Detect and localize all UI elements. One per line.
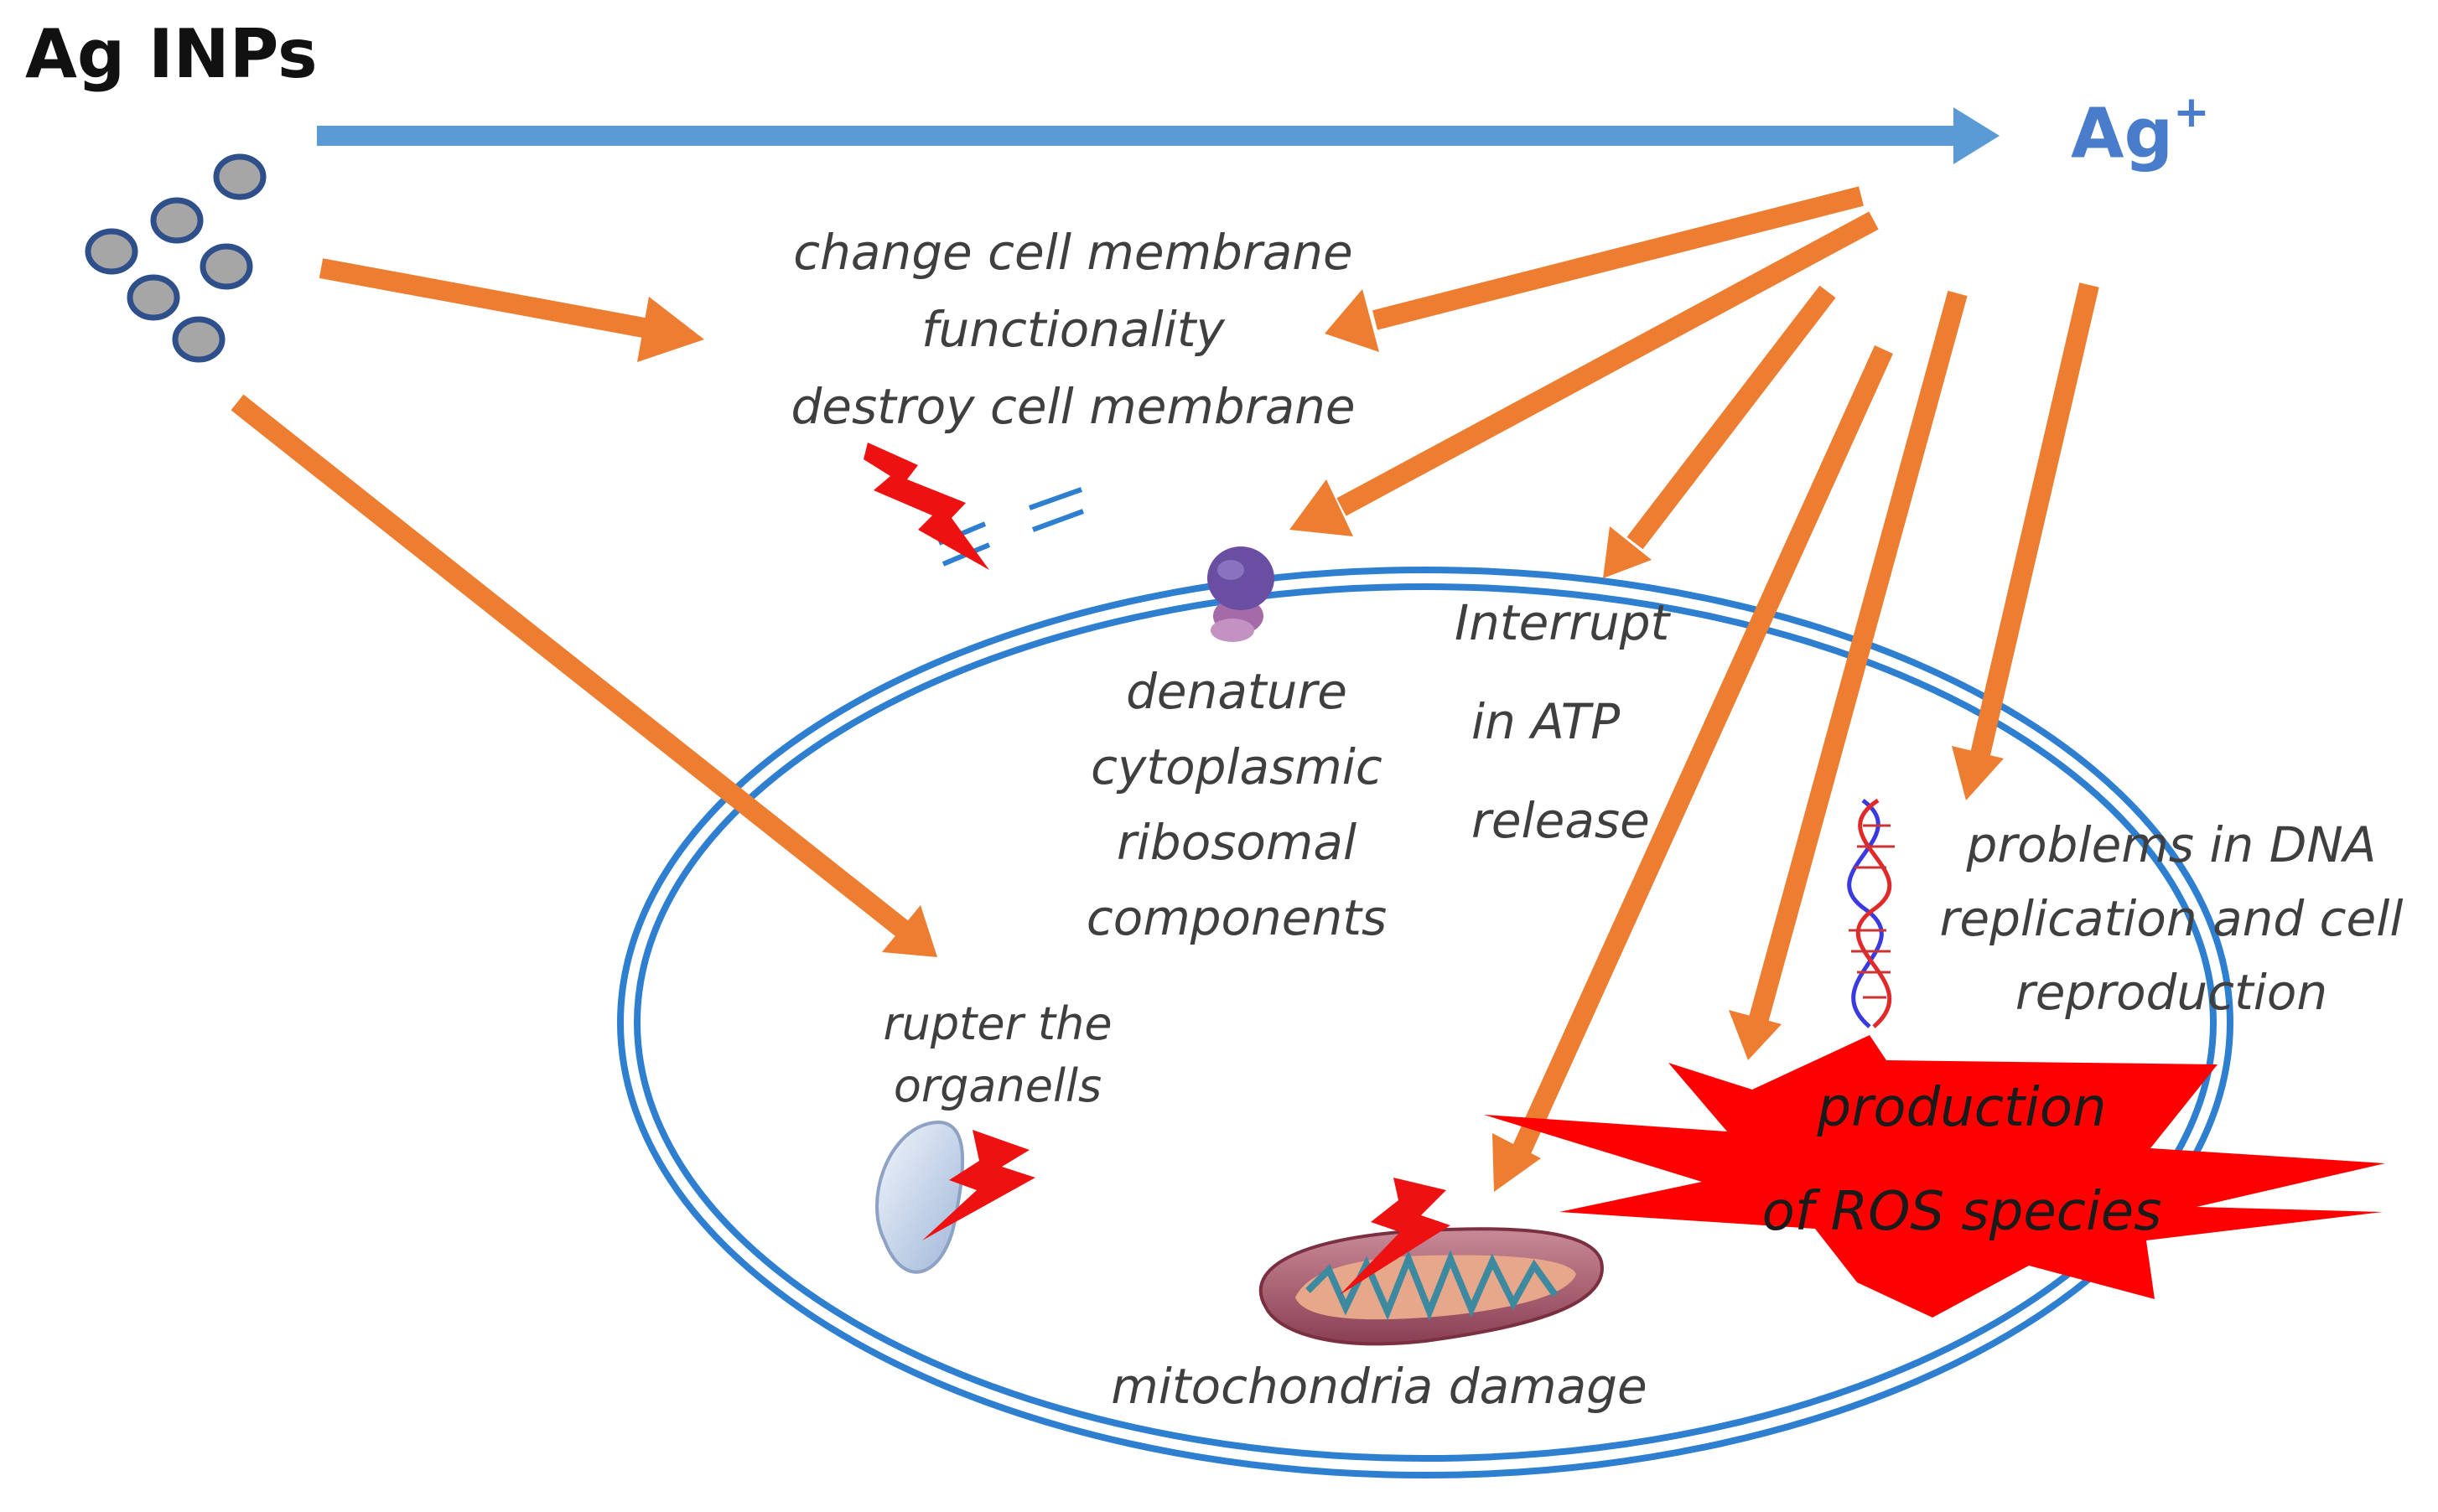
- ribosome-effect-label: denature cytoplasmic ribosomal component…: [1048, 654, 1425, 955]
- conversion-arrow: [317, 107, 2000, 164]
- ribosome-icon: [1207, 546, 1274, 642]
- mitochondria-effect-label: mitochondria damage: [1111, 1358, 1647, 1415]
- atp-line-1: Interrupt: [1455, 594, 1670, 651]
- ros-burst-icon: [1484, 1035, 2385, 1318]
- lightning-icon: [1340, 1178, 1450, 1295]
- diagram-title: Ag INPs: [25, 15, 318, 93]
- arrow-ion-to-mitochondria: [1492, 345, 1893, 1192]
- arrow-ion-to-ribosome: [1289, 211, 1879, 536]
- membrane-line-3: destroy cell membrane: [791, 378, 1356, 435]
- organelles-line-2: organells: [893, 1059, 1102, 1112]
- ion-charge: +: [2173, 87, 2210, 137]
- atp-line-2: in ATP: [1471, 693, 1621, 750]
- mitochondrion-icon: [1258, 1227, 1604, 1346]
- ros-label: production of ROS species: [1727, 1081, 2197, 1239]
- dna-helix-icon: [1847, 798, 1895, 1028]
- arrow-ion-to-atp: [1603, 285, 1836, 578]
- membrane-line-1: change cell membrane: [793, 224, 1353, 281]
- vesicle-icon: [875, 1121, 965, 1274]
- atp-effect-label: Interrupt in ATP release: [1455, 573, 1669, 870]
- ribosome-line-3: ribosomal: [1116, 814, 1357, 871]
- arrow-np-to-organelles: [231, 394, 937, 957]
- lightning-icon: [864, 443, 989, 570]
- dna-line-2: replication and cell: [1939, 890, 2404, 947]
- ribosome-line-1: denature: [1126, 663, 1347, 720]
- organelles-effect-label: rupter the organells: [855, 993, 1140, 1117]
- arrow-ion-to-ros: [1729, 290, 1968, 1060]
- organelles-line-1: rupter the: [883, 997, 1113, 1050]
- ros-line-2: of ROS species: [1761, 1181, 2162, 1243]
- dna-line-1: problems in DNA: [1966, 816, 2377, 873]
- dna-effect-label: problems in DNA replication and cell rep…: [1920, 808, 2423, 1029]
- arrow-np-to-membrane: [319, 258, 704, 362]
- membrane-line-2: functionality: [921, 301, 1225, 358]
- lightning-icon: [922, 1130, 1035, 1240]
- ion-symbol: Ag: [2071, 94, 2174, 174]
- ribosome-line-4: components: [1086, 889, 1388, 946]
- effect-arrows: [231, 186, 2099, 1192]
- arrow-ion-to-membrane: [1325, 186, 1864, 352]
- dna-line-3: reproduction: [2015, 964, 2328, 1021]
- nanoparticle-cluster-icon: [85, 153, 267, 363]
- arrow-ion-to-dna: [1952, 282, 2099, 800]
- ros-line-1: production: [1817, 1077, 2107, 1139]
- silver-ion-label: Ag+: [2071, 87, 2210, 174]
- membrane-effect-label: change cell membrane functionality destr…: [755, 214, 1392, 445]
- ribosome-line-2: cytoplasmic: [1091, 738, 1382, 795]
- atp-line-3: release: [1471, 792, 1650, 849]
